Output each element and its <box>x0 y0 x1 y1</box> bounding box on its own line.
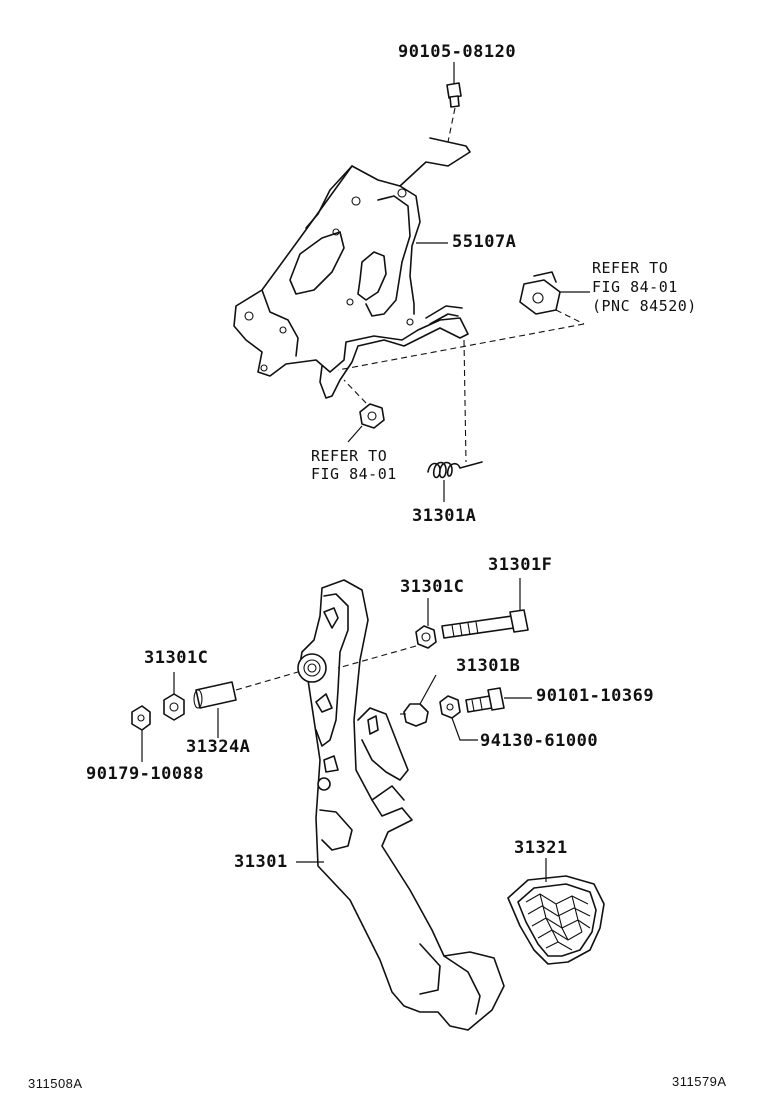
nut-94130-61000 <box>439 695 478 741</box>
label-nut-31301C-top: 31301C <box>400 577 465 597</box>
bolt-90101-10369 <box>465 687 532 713</box>
nut-31301C-left <box>163 672 185 721</box>
pedal-pad-31321 <box>507 858 605 965</box>
label-refer-nut-line2: FIG 84-01 <box>311 465 397 483</box>
nut-31301C-top <box>337 598 437 669</box>
label-bolt-90101-10369: 90101-10369 <box>536 686 655 706</box>
label-pedal-31301: 31301 <box>234 852 288 872</box>
label-bolt-90105-08120: 90105-08120 <box>398 42 517 62</box>
label-pad-31321: 31321 <box>514 838 568 858</box>
label-bracket-55107A: 55107A <box>452 232 517 252</box>
cushion-31301B <box>400 674 437 727</box>
brake-pedal-arm-31301 <box>296 579 505 1031</box>
label-refer-switch-line1: REFER TO <box>592 259 669 277</box>
label-cushion-31301B: 31301B <box>456 656 521 676</box>
collar-31324A <box>193 671 299 738</box>
pedal-bracket-55107A <box>233 137 471 399</box>
return-spring-31301A <box>427 339 483 502</box>
label-nut-90179-10088: 90179-10088 <box>86 764 205 784</box>
label-nut-94130-61000: 94130-61000 <box>480 731 599 751</box>
label-collar-31324A: 31324A <box>186 737 251 757</box>
figure-code-right: 311579A <box>672 1074 727 1089</box>
label-bolt-31301F: 31301F <box>488 555 553 575</box>
label-refer-nut-line1: REFER TO <box>311 447 388 465</box>
nut-90179-10088 <box>131 705 151 762</box>
bolt-31301F <box>441 578 529 639</box>
bolt-90105-08120 <box>446 62 462 143</box>
figure-code-left: 311508A <box>28 1076 83 1091</box>
label-refer-switch-line2: FIG 84-01 <box>592 278 678 296</box>
label-nut-31301C-left: 31301C <box>144 648 209 668</box>
label-spring-31301A: 31301A <box>412 506 477 526</box>
stop-lamp-switch <box>337 271 590 371</box>
label-refer-switch-line3: (PNC 84520) <box>592 297 697 315</box>
bracket-nut <box>343 379 385 443</box>
